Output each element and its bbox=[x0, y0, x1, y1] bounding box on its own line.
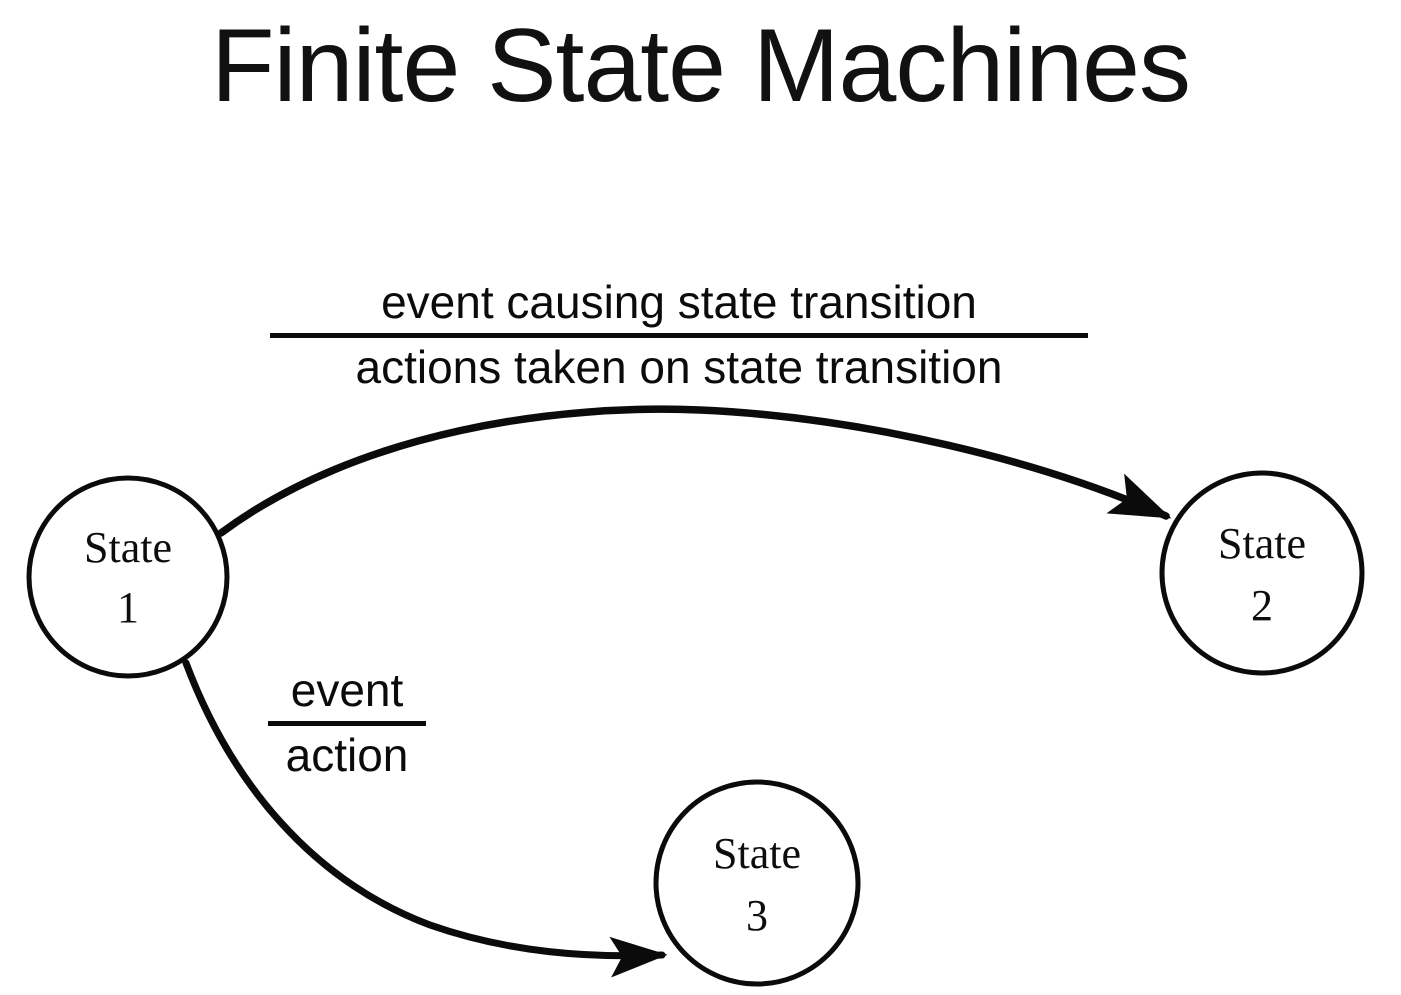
state-circle-state-3[interactable] bbox=[653, 779, 861, 987]
page-title: Finite State Machines bbox=[210, 8, 1191, 124]
transition-arrow-state1-to-state3 bbox=[182, 659, 668, 978]
state-label-line1-state-1: State bbox=[84, 523, 172, 572]
state-label-line1-state-3: State bbox=[713, 829, 801, 878]
transition-label-state1-to-state2: event causing state transition actions t… bbox=[270, 276, 1088, 393]
transition-action-text: action bbox=[285, 728, 409, 781]
transition-arrow-state1-to-state2 bbox=[217, 405, 1172, 537]
fraction-bar bbox=[268, 720, 426, 726]
transition-event-text: event causing state transition bbox=[381, 276, 977, 328]
state-label-line2-state-3: 3 bbox=[746, 891, 768, 940]
state-label-line1-state-2: State bbox=[1218, 519, 1306, 568]
state-node-state-3[interactable]: State 3 bbox=[653, 779, 861, 987]
state-label-line2-state-1: 1 bbox=[117, 583, 139, 632]
state-circle-state-1[interactable] bbox=[26, 475, 230, 679]
transition-label-state1-to-state3: event action bbox=[268, 664, 426, 781]
transition-event-text: event bbox=[290, 664, 404, 716]
fraction-bar bbox=[270, 332, 1088, 338]
state-label-line2-state-2: 2 bbox=[1251, 581, 1273, 630]
state-node-state-1[interactable]: State 1 bbox=[26, 475, 230, 679]
transition-action-text: actions taken on state transition bbox=[355, 340, 1003, 393]
state-circle-state-2[interactable] bbox=[1159, 470, 1365, 676]
state-node-state-2[interactable]: State 2 bbox=[1159, 470, 1365, 676]
